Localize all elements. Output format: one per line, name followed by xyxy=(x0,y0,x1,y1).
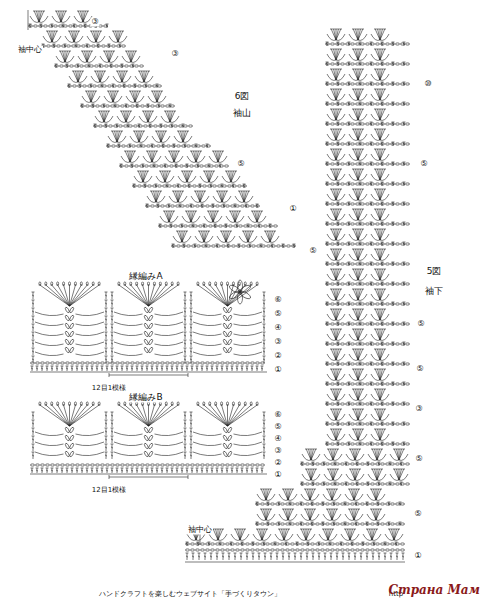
row-number: ⑤ xyxy=(419,160,428,169)
row-number-wrap: ① xyxy=(273,462,282,481)
repeat-note-wrap: 12目1模様 xyxy=(91,375,127,394)
row-number: ① xyxy=(273,471,282,480)
row-number: ④ xyxy=(273,324,282,333)
pattern-name-wrap: 縁編みA xyxy=(128,264,163,283)
center-label-wrap: 袖中心 xyxy=(187,517,213,536)
pattern-name: 縁編みB xyxy=(128,393,163,403)
row-number: ⑤ xyxy=(273,310,282,319)
repeat-note: 12目1模様 xyxy=(91,385,127,393)
row-number-wrap: ③ xyxy=(170,41,179,60)
figure-number-wrap: 6図 xyxy=(234,84,251,103)
center-label: 袖中心 xyxy=(187,526,213,535)
figure-number-wrap: 5図 xyxy=(426,259,443,278)
watermark: Страна Мам xyxy=(387,584,481,597)
row-number-wrap: ⑤ xyxy=(415,356,424,375)
row-number: ① xyxy=(413,552,422,561)
row-number: ① xyxy=(273,366,282,375)
center-label-wrap: 袖中心 xyxy=(17,37,43,56)
row-number: ③ xyxy=(273,447,282,456)
row-number: ⑤ xyxy=(415,365,424,374)
row-number-wrap: ③ xyxy=(273,438,282,457)
row-number-wrap: ② xyxy=(273,450,282,469)
part-name: 袖下 xyxy=(424,287,444,297)
row-number-wrap: ⑤ xyxy=(273,301,282,320)
row-number-wrap: ⑤ xyxy=(419,151,428,170)
row-number-wrap: ④ xyxy=(273,315,282,334)
row-number-wrap: ① xyxy=(413,543,422,562)
row-number: ④ xyxy=(273,435,282,444)
row-number: ③ xyxy=(90,18,99,27)
row-number: ⑥ xyxy=(273,296,282,305)
row-number: ⑩ xyxy=(423,80,432,89)
pattern-name-wrap: 縁編みB xyxy=(128,385,163,404)
row-number-wrap: ① xyxy=(288,196,297,215)
row-number-wrap: ⑤ xyxy=(236,151,245,170)
row-number: ⑥ xyxy=(273,411,282,420)
row-number-wrap: ④ xyxy=(273,426,282,445)
row-number-wrap: ⑤ xyxy=(273,414,282,433)
row-number: ⑤ xyxy=(236,160,245,169)
row-number: ② xyxy=(273,459,282,468)
row-number-wrap: ② xyxy=(273,343,282,362)
watermark-wrap: Страна Мам xyxy=(387,579,481,598)
figure-number: 6図 xyxy=(234,92,251,102)
pattern-name: 縁編みA xyxy=(128,272,163,282)
row-number-wrap: ⑥ xyxy=(273,287,282,306)
row-number: ⑤ xyxy=(416,320,425,329)
row-number-wrap: ⑤ xyxy=(308,238,317,257)
row-number-wrap: ③ xyxy=(90,9,99,28)
row-number: ③ xyxy=(414,405,423,414)
row-number: ③ xyxy=(273,338,282,347)
row-number-wrap: ⑤ xyxy=(413,501,422,520)
footer-note-wrap: ハンドクラフトを楽しむウェブサイト「手づくりタウン」 xyxy=(98,581,282,600)
row-number: ⑤ xyxy=(414,455,423,464)
footer-note: ハンドクラフトを楽しむウェブサイト「手づくりタウン」 xyxy=(98,591,282,599)
row-number: ⑤ xyxy=(413,510,422,519)
row-number: ① xyxy=(288,205,297,214)
repeat-note: 12目1模様 xyxy=(91,487,127,495)
row-number: ③ xyxy=(170,50,179,59)
row-number-wrap: ⑩ xyxy=(423,71,432,90)
row-number-wrap: ③ xyxy=(273,329,282,348)
row-number-wrap: ⑤ xyxy=(414,446,423,465)
part-name-wrap: 袖山 xyxy=(232,101,252,120)
center-label: 袖中心 xyxy=(17,46,43,55)
part-name-wrap: 袖下 xyxy=(424,279,444,298)
row-number-wrap: ③ xyxy=(414,396,423,415)
row-number-wrap: ⑤ xyxy=(416,311,425,330)
row-number-wrap: ① xyxy=(273,357,282,376)
row-number: ⑤ xyxy=(308,247,317,256)
row-number-wrap: ⑥ xyxy=(273,402,282,421)
part-name: 袖山 xyxy=(232,109,252,119)
stitch-symbols xyxy=(28,10,410,562)
row-number: ② xyxy=(273,352,282,361)
figure-number: 5図 xyxy=(426,267,443,277)
row-number: ⑤ xyxy=(273,423,282,432)
repeat-note-wrap: 12目1模様 xyxy=(91,477,127,496)
